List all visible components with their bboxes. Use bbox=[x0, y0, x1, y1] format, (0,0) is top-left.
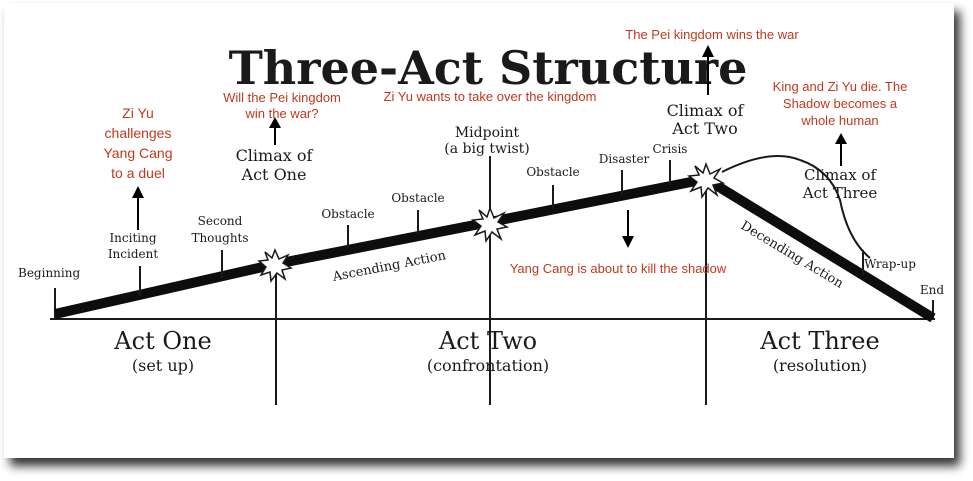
midpoint-burst bbox=[471, 205, 510, 244]
climax-one-up-arrow bbox=[269, 117, 281, 145]
pei-question-line2: win the war? bbox=[245, 106, 319, 121]
king-dies-line3: whole human bbox=[800, 113, 878, 128]
diagram-title: Three-Act Structure bbox=[229, 41, 748, 95]
act-three-brace bbox=[721, 155, 871, 259]
pei-wins-annotation: The Pei kingdom wins the war bbox=[625, 27, 799, 42]
second-thoughts-line2: Thoughts bbox=[191, 231, 248, 245]
king-dies-line1: King and Zi Yu die. The bbox=[773, 79, 908, 94]
midpoint-line1: Midpoint bbox=[455, 125, 520, 141]
act-two-subtitle: (confrontation) bbox=[427, 356, 549, 375]
climax-two-line1: Climax of bbox=[667, 101, 745, 120]
obstacle-2-label: Obstacle bbox=[391, 191, 444, 205]
wrap-up-label: Wrap-up bbox=[864, 257, 916, 271]
act-three-title: Act Three bbox=[759, 327, 879, 355]
climax-two-line2: Act Two bbox=[671, 119, 737, 138]
end-label: End bbox=[920, 283, 944, 297]
inciting-up-arrow bbox=[132, 186, 144, 230]
climax-one-burst bbox=[257, 248, 293, 283]
zi-yu-annotation-line3: Yang Cang bbox=[103, 145, 172, 161]
crisis-label: Crisis bbox=[653, 142, 688, 156]
climax-two-burst bbox=[687, 161, 726, 200]
act-one-title: Act One bbox=[113, 327, 211, 355]
beginning-label: Beginning bbox=[18, 266, 80, 280]
zi-yu-annotation-line4: to a duel bbox=[111, 165, 165, 181]
disaster-down-arrow bbox=[622, 210, 634, 248]
act-two-title: Act Two bbox=[438, 327, 537, 355]
second-thoughts-line1: Second bbox=[198, 214, 243, 228]
climax-three-up-arrow bbox=[835, 133, 847, 166]
inciting-label-line1: Inciting bbox=[109, 231, 156, 245]
zi-yu-annotation-line2: challenges bbox=[105, 125, 172, 141]
king-dies-line2: Shadow becomes a bbox=[783, 96, 898, 111]
climax-three-line1: Climax of bbox=[804, 166, 877, 184]
midpoint-line2: (a big twist) bbox=[444, 141, 529, 157]
obstacle-1-label: Obstacle bbox=[321, 207, 374, 221]
zi-yu-annotation-line1: Zi Yu bbox=[122, 105, 154, 121]
climax-two-up-arrow bbox=[702, 45, 714, 95]
climax-one-line2: Act One bbox=[241, 165, 307, 184]
kill-shadow-annotation: Yang Cang is about to kill the shadow bbox=[510, 261, 727, 276]
obstacle-3-label: Obstacle bbox=[526, 165, 579, 179]
disaster-label: Disaster bbox=[599, 152, 650, 166]
takeover-annotation: Zi Yu wants to take over the kingdom bbox=[384, 89, 597, 104]
pei-question-line1: Will the Pei kingdom bbox=[223, 90, 341, 105]
climax-one-line1: Climax of bbox=[236, 146, 314, 165]
inciting-label-line2: Incident bbox=[108, 247, 159, 261]
climax-three-line2: Act Three bbox=[802, 184, 878, 202]
act-one-subtitle: (set up) bbox=[132, 356, 194, 375]
act-three-subtitle: (resolution) bbox=[773, 356, 867, 375]
